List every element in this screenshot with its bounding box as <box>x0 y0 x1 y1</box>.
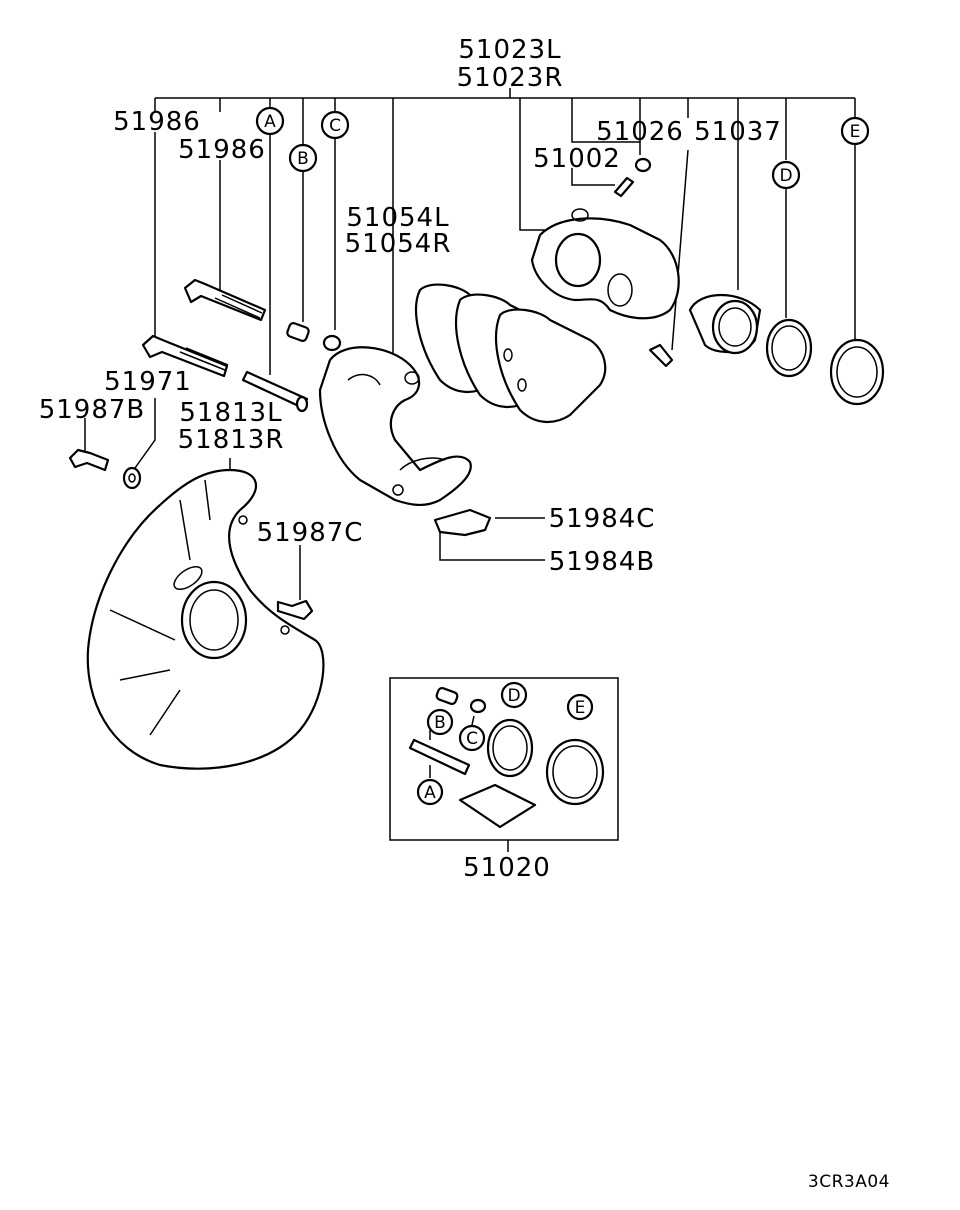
svg-text:B: B <box>434 713 446 733</box>
pad-clips <box>433 508 492 537</box>
piston-seal-d <box>765 318 813 378</box>
svg-text:A: A <box>264 112 276 132</box>
label-bleeder-cap: 51026 <box>596 117 684 147</box>
leader-lines <box>84 88 856 852</box>
washer-51971 <box>122 466 142 490</box>
label-clip-b: 51984B <box>549 547 656 577</box>
svg-text:E: E <box>850 122 861 142</box>
label-kit: 51020 <box>463 853 551 883</box>
bushing-c <box>322 334 342 352</box>
bolt-51987c <box>276 599 314 621</box>
slide-pin-a <box>241 370 309 413</box>
label-bolt-c: 51987C <box>257 518 364 548</box>
guide-pin-lower <box>141 334 229 378</box>
callout-c-top: C <box>320 110 350 140</box>
label-shield-l: 51813L <box>179 398 282 428</box>
svg-text:D: D <box>507 686 520 706</box>
svg-text:B: B <box>297 149 309 169</box>
bleeder-cap <box>634 157 652 173</box>
label-bracket-l: 51054L <box>346 203 449 233</box>
callout-d-kit: D <box>500 681 528 709</box>
bolt-51987b <box>68 448 110 472</box>
label-pin-1: 51986 <box>113 107 201 137</box>
boot-b <box>286 322 310 342</box>
callout-a-top: A <box>255 106 285 136</box>
caliper-body <box>530 208 680 320</box>
label-bracket-r: 51054R <box>345 229 452 259</box>
label-bolt-b: 51987B <box>39 395 146 425</box>
svg-text:A: A <box>424 783 436 803</box>
brake-pads <box>415 283 607 423</box>
label-shield-r: 51813R <box>178 425 285 455</box>
label-washer: 51971 <box>104 367 192 397</box>
piston <box>688 293 762 355</box>
callout-b-kit: B <box>426 708 454 736</box>
diagram-code: 3CR3A04 <box>808 1172 890 1192</box>
svg-text:C: C <box>466 729 478 749</box>
label-pin-2: 51986 <box>178 135 266 165</box>
caliper-bolt <box>648 343 674 368</box>
caliper-bracket <box>318 346 472 506</box>
label-bleeder: 51002 <box>533 144 621 174</box>
svg-text:E: E <box>575 698 586 718</box>
label-caliper-l: 51023L <box>458 35 561 65</box>
svg-text:C: C <box>329 116 341 136</box>
bleeder-screw <box>613 176 635 198</box>
dust-shield <box>86 468 325 770</box>
label-caliper-r: 51023R <box>457 63 564 93</box>
guide-pin-upper <box>183 278 267 322</box>
callout-c-kit: C <box>458 724 486 752</box>
repair-kit-box <box>389 677 619 841</box>
callout-e-kit: E <box>566 693 594 721</box>
label-clip-c: 51984C <box>549 504 656 534</box>
svg-text:D: D <box>779 166 792 186</box>
label-piston: 51037 <box>694 117 782 147</box>
callout-a-kit: A <box>416 778 444 806</box>
callout-b-top: B <box>288 143 318 173</box>
callout-d-top: D <box>771 160 801 190</box>
callout-e-top: E <box>840 116 870 146</box>
dust-boot-e <box>829 338 885 406</box>
